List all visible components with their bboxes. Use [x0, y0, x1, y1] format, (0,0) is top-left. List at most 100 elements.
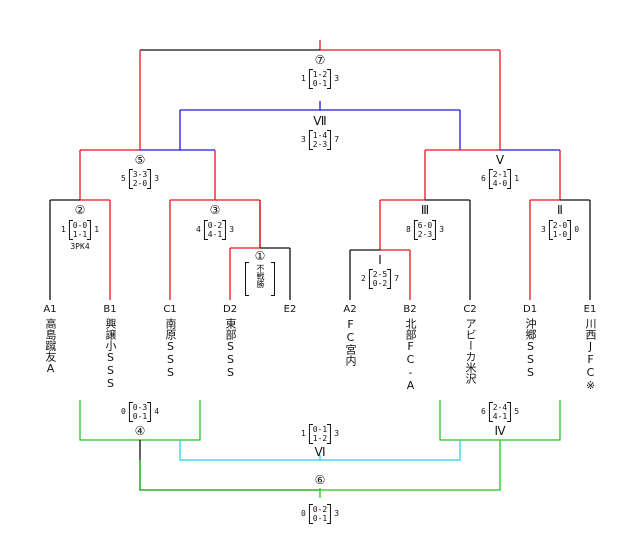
- team-c1: C1 南原SSS: [163, 304, 177, 379]
- half-2: 1-0: [552, 230, 568, 239]
- score-right: 3: [334, 429, 340, 438]
- bracket-line: [320, 440, 501, 491]
- score-right: 3: [229, 225, 235, 234]
- team-code: C1: [163, 304, 177, 315]
- score-left: 8: [405, 225, 411, 234]
- half-1: 0-0: [72, 221, 88, 230]
- score-left: 1: [60, 225, 66, 234]
- match-r4-mark: Ⅳ: [494, 424, 506, 438]
- half-1: 3-3: [132, 170, 148, 179]
- match-5-mark: ⑤: [134, 153, 146, 167]
- match-3-score: 4 0-2 4-1 3: [196, 220, 234, 240]
- match-r5-score: 6 2-1 4-0 1: [481, 169, 519, 189]
- score-halves: 0-1 1-2: [308, 424, 332, 444]
- half-1: 0-3: [132, 403, 148, 412]
- score-left: 0: [300, 509, 306, 518]
- score-left: 3: [300, 135, 306, 144]
- team-code: B2: [403, 304, 417, 315]
- match-2-mark: ②: [74, 203, 86, 217]
- team-c2: C2 アビーカ米沢: [463, 304, 477, 384]
- half-2: 2-3: [312, 140, 328, 149]
- match-r5-mark: Ⅴ: [495, 153, 505, 167]
- team-code: E2: [283, 304, 297, 315]
- score-halves: 2-4 4-1: [488, 402, 512, 422]
- half-2: 0-1: [312, 514, 328, 523]
- team-d2: D2 東部SSS: [223, 304, 237, 379]
- match-2-pk: 3PK4: [70, 242, 90, 251]
- score-left: 6: [480, 174, 486, 183]
- half-2: 0-1: [132, 412, 148, 421]
- half-2: 2-3: [417, 230, 433, 239]
- score-halves: 1-4 2-3: [308, 130, 332, 150]
- team-code: E1: [583, 304, 597, 315]
- team-name: 北部FC-A: [404, 318, 417, 392]
- match-6-score: 0 0-2 0-1 3: [301, 504, 339, 524]
- team-e2: E2: [283, 304, 297, 318]
- score-halves: 1-2 0-1: [308, 69, 332, 89]
- match-5-score: 5 3-3 2-0 3: [121, 169, 159, 189]
- match-1-mark: ①: [254, 249, 266, 263]
- half-2: 2-0: [132, 179, 148, 188]
- score-left: 3: [540, 225, 546, 234]
- score-right: 1: [94, 225, 100, 234]
- team-code: D1: [523, 304, 538, 315]
- half-2: 4-1: [492, 412, 508, 421]
- score-halves: 2-0 1-0: [548, 220, 572, 240]
- match-r4-score: 6 2-4 4-1 5: [481, 402, 519, 422]
- score-halves: 0-2 4-1: [203, 220, 227, 240]
- bracket-line: [139, 440, 320, 491]
- score-right: 0: [574, 225, 580, 234]
- score-left: 5: [120, 174, 126, 183]
- score-right: 7: [394, 274, 400, 283]
- match-4-score: 0 0-3 0-1 4: [121, 402, 159, 422]
- score-right: 3: [154, 174, 160, 183]
- score-right: 1: [514, 174, 520, 183]
- team-name: 沖郷SSS: [524, 318, 537, 379]
- half-2: 0-2: [372, 279, 388, 288]
- score-left: 4: [195, 225, 201, 234]
- bracket-line: [139, 460, 320, 491]
- score-right: 3: [439, 225, 445, 234]
- match-2-score: 1 0-0 1-1 1: [61, 220, 99, 240]
- half-2: 1-2: [312, 434, 328, 443]
- score-right: 4: [154, 407, 160, 416]
- half-1: 2-4: [492, 403, 508, 412]
- team-name: 川西JFC※: [584, 318, 597, 392]
- match-4-mark: ④: [134, 424, 146, 438]
- match-r1-score: 2 2-5 0-2 7: [361, 269, 399, 289]
- half-2: 1-1: [72, 230, 88, 239]
- team-d1: D1 沖郷SSS: [523, 304, 537, 379]
- half-1: 2-5: [372, 270, 388, 279]
- match-1-result: 不戦勝: [245, 262, 275, 296]
- score-halves: 0-2 0-1: [308, 504, 332, 524]
- team-name: アビーカ米沢: [464, 318, 477, 384]
- score-right: 7: [334, 135, 340, 144]
- match-r7-score: 3 1-4 2-3 7: [301, 130, 339, 150]
- team-code: B1: [103, 304, 117, 315]
- bye-text: 不戦勝: [256, 264, 265, 288]
- score-left: 1: [300, 74, 306, 83]
- match-r2-mark: Ⅱ: [557, 203, 563, 217]
- half-1: 1-2: [312, 70, 328, 79]
- match-r7-mark: Ⅶ: [313, 114, 327, 128]
- half-1: 2-0: [552, 221, 568, 230]
- score-halves: 2-1 4-0: [488, 169, 512, 189]
- score-halves: 3-3 2-0: [128, 169, 152, 189]
- score-right: 5: [514, 407, 520, 416]
- team-a1: A1 高島蹴友A: [43, 304, 57, 375]
- match-3-mark: ③: [209, 203, 221, 217]
- half-1: 0-2: [207, 221, 223, 230]
- score-left: 1: [300, 429, 306, 438]
- score-halves: 0-0 1-1: [68, 220, 92, 240]
- team-a2: A2 FC宮内: [343, 304, 357, 366]
- team-code: A2: [343, 304, 357, 315]
- team-b1: B1 興譲小SSS: [103, 304, 117, 390]
- match-r3-mark: Ⅲ: [420, 203, 430, 217]
- team-code: A1: [43, 304, 57, 315]
- match-r6-score: 1 0-1 1-2 3: [301, 424, 339, 444]
- half-2: 4-1: [207, 230, 223, 239]
- half-1: 0-2: [312, 505, 328, 514]
- half-1: 6-0: [417, 221, 433, 230]
- team-name: 南原SSS: [164, 318, 177, 379]
